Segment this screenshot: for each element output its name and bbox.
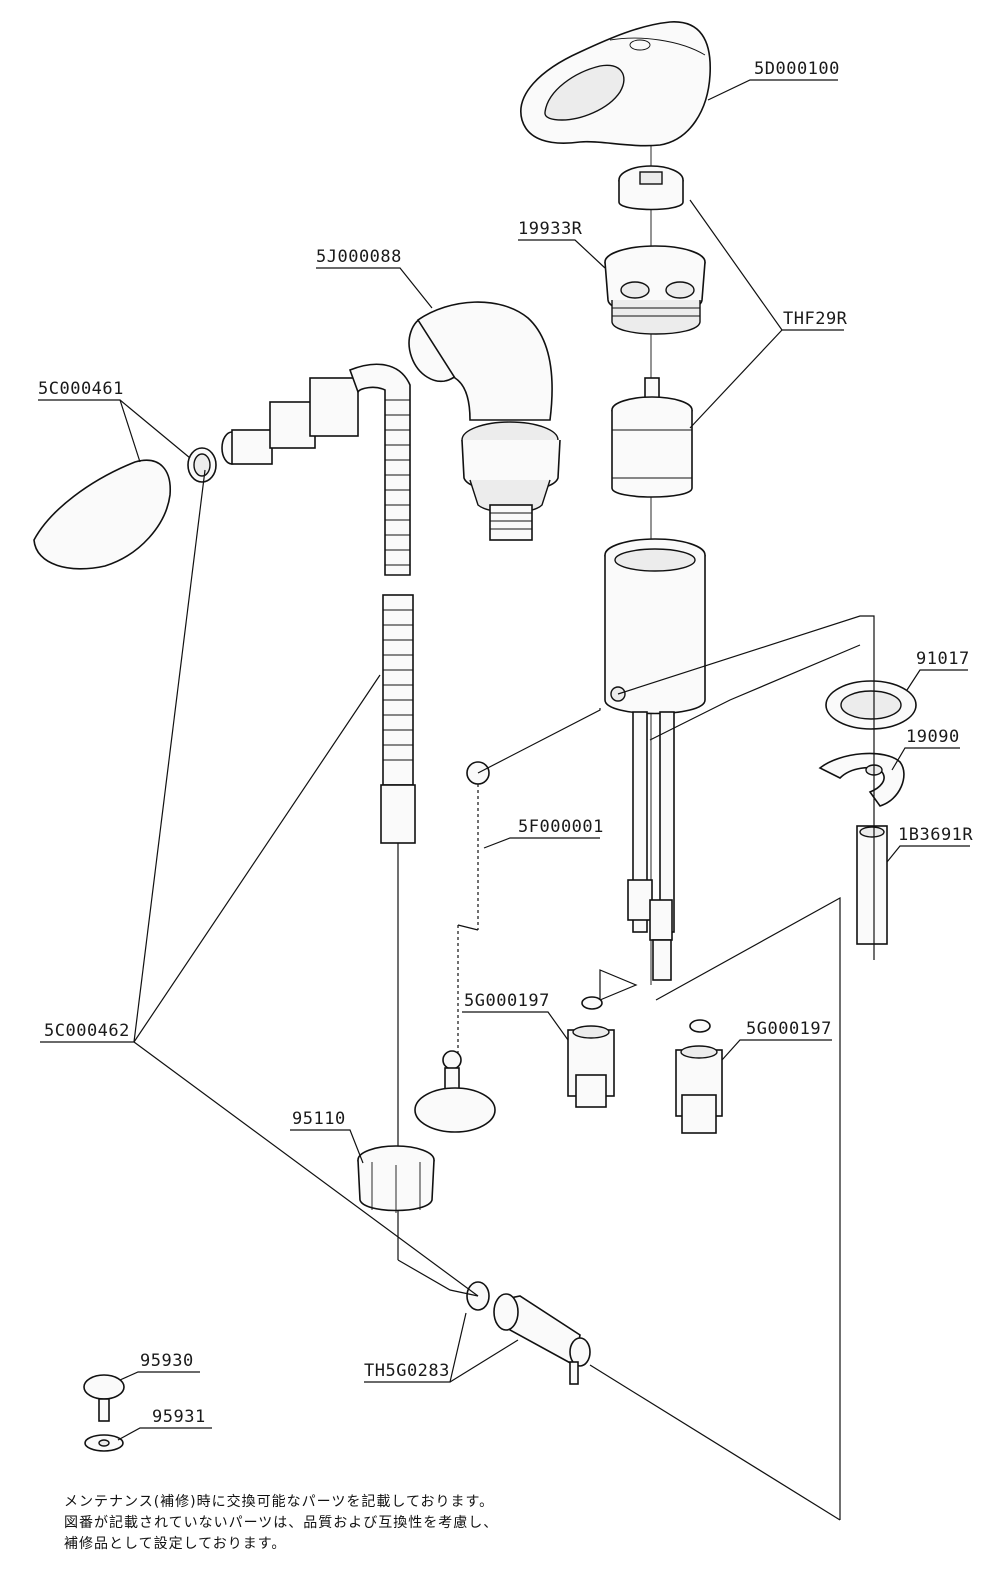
maintenance-note: メンテナンス(補修)時に交換可能なパーツを記載しております。 図番が記載されてい… (64, 1492, 498, 1555)
nut-part[interactable] (357, 1145, 435, 1213)
label-nut: 95110 (292, 1109, 346, 1129)
label-chain: 5F000001 (518, 817, 604, 837)
spout-cover-part[interactable] (33, 447, 217, 570)
connector-part[interactable] (466, 1281, 591, 1385)
valve-left-part[interactable] (567, 996, 615, 1108)
cap-screw-part[interactable] (83, 1374, 125, 1422)
label-spout-cover: 5C000461 (38, 379, 124, 399)
cartridge-top-piece[interactable] (618, 165, 684, 211)
hose-lower-part[interactable] (380, 594, 416, 1260)
label-gasket: 91017 (916, 649, 970, 669)
label-cartridge: THF29R (783, 309, 848, 329)
drain-elbow-part[interactable] (400, 301, 561, 541)
body-cylinder-part[interactable] (604, 538, 706, 715)
label-valve-left: 5G000197 (464, 991, 550, 1011)
supply-tubes-part (627, 711, 675, 981)
label-valve-right: 5G000197 (746, 1019, 832, 1039)
cartridge-part[interactable] (611, 377, 693, 498)
cap-ring-part[interactable] (604, 245, 706, 335)
note-line-1: メンテナンス(補修)時に交換可能なパーツを記載しております。 (64, 1494, 495, 1510)
label-drain-elbow: 5J000088 (316, 247, 402, 267)
note-line-2: 図番が記載されていないパーツは、品質および互換性を考慮し、 (64, 1515, 499, 1531)
label-cap-ring: 19933R (518, 219, 583, 239)
handle-part[interactable] (520, 21, 711, 147)
label-connector: TH5G0283 (364, 1361, 450, 1381)
note-line-3: 補修品として設定しております。 (64, 1536, 287, 1552)
valve-right-part[interactable] (675, 1019, 723, 1134)
leader-lines (38, 79, 970, 1441)
hose-upper-part[interactable] (221, 363, 411, 576)
label-handle: 5D000100 (754, 59, 840, 79)
assembly-lines (397, 615, 875, 1521)
chain-plug-part[interactable] (414, 761, 496, 1133)
label-washer: 95931 (152, 1407, 206, 1427)
stud-bolt-part[interactable] (856, 825, 888, 945)
label-stud-bolt: 1B3691R (898, 825, 973, 845)
label-clamp: 19090 (906, 727, 960, 747)
gasket-part[interactable] (825, 680, 917, 730)
label-cap-screw: 95930 (140, 1351, 194, 1371)
clamp-part[interactable] (818, 752, 905, 807)
washer-part[interactable] (84, 1434, 124, 1452)
label-hose-set: 5C000462 (44, 1021, 130, 1041)
